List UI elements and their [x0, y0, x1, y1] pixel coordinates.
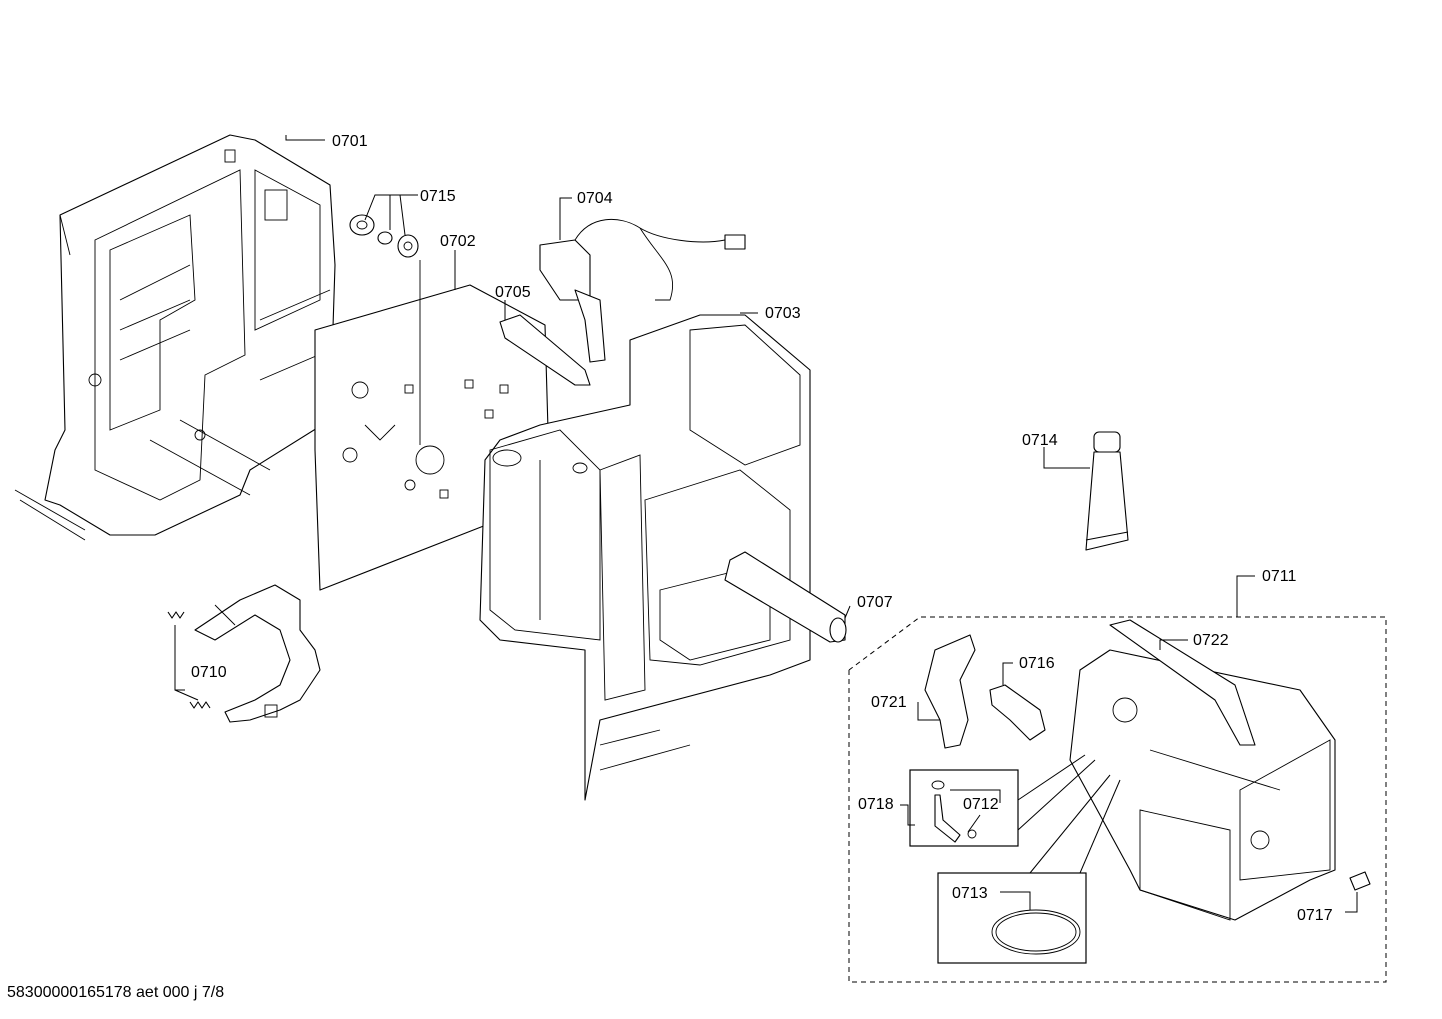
sensor-cable-0704: [539, 218, 746, 363]
brew-unit-group-0711: [848, 616, 1387, 983]
label-0702: 0702: [440, 233, 476, 250]
label-0705: 0705: [495, 284, 531, 301]
leader-lines: [174, 135, 1358, 913]
lever-0705: [499, 314, 591, 386]
label-0718: 0718: [858, 796, 894, 813]
label-0713: 0713: [952, 885, 988, 902]
label-0712: 0712: [963, 796, 999, 813]
label-0703: 0703: [765, 305, 801, 322]
grease-tube-0714: [1085, 431, 1129, 551]
label-0710: 0710: [191, 664, 227, 681]
bearing-0715: [349, 214, 419, 258]
shaft-0707: [724, 551, 847, 643]
part-labels: 0701 0715 0702 0704 0705 0703 0714 0711 …: [191, 133, 1333, 924]
document-footer: 58300000165178 aet 000 j 7/8: [7, 984, 224, 1001]
label-0714: 0714: [1022, 432, 1058, 449]
label-0722: 0722: [1193, 632, 1229, 649]
housing-frame-0701: [14, 134, 336, 541]
label-0717: 0717: [1297, 907, 1333, 924]
label-0707: 0707: [857, 594, 893, 611]
label-0711: 0711: [1262, 568, 1297, 585]
label-0704: 0704: [577, 190, 613, 207]
label-0715: 0715: [420, 188, 456, 205]
label-0716: 0716: [1019, 655, 1055, 672]
holder-0710: [167, 584, 321, 723]
label-0701: 0701: [332, 133, 368, 150]
label-0721: 0721: [871, 694, 907, 711]
